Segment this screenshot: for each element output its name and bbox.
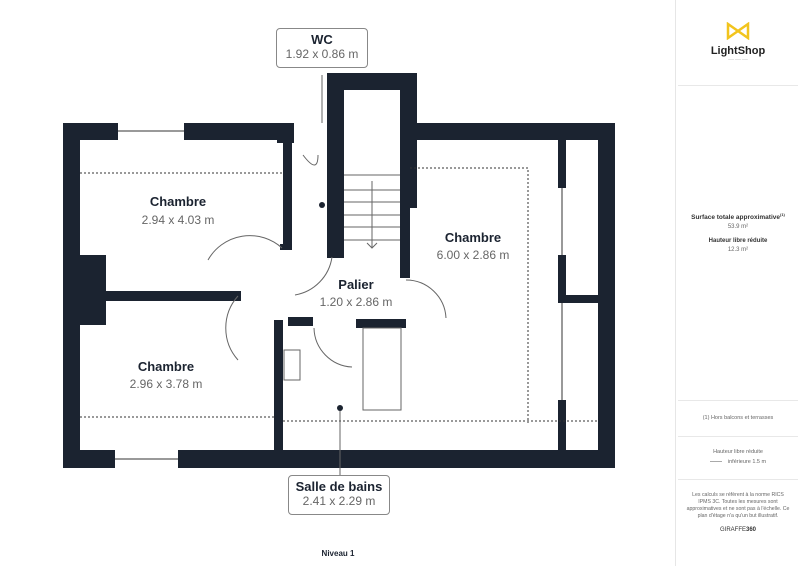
brand-name: LightShop (710, 45, 766, 57)
legend-item: inférieure 1.5 m (727, 459, 767, 465)
room-name: Chambre (445, 230, 501, 245)
reduced-label: Hauteur libre réduite (708, 238, 768, 245)
room-dims: 1.20 x 2.86 m (320, 295, 393, 309)
disclaimer: Les calculs se réfèrent à la norme RICS … (686, 492, 790, 519)
legend-section: Hauteur libre réduite inférieure 1.5 m (678, 437, 798, 480)
callout-dims: 1.92 x 0.86 m (285, 47, 359, 61)
total-label: Surface totale approximative(1) (691, 212, 785, 222)
room-name: Palier (338, 277, 373, 292)
footnote: (1) Hors balcons et terrasses (678, 401, 798, 437)
info-sidebar: LightShop —— —— —— Surface totale approx… (676, 0, 800, 566)
legend-title: Hauteur libre réduite (713, 449, 763, 455)
room-dims: 6.00 x 2.86 m (437, 248, 510, 262)
floor-plan-area: Chambre 2.94 x 4.03 m Chambre 2.96 x 3.7… (63, 0, 676, 566)
surface-section: Surface totale approximative(1) 53.9 m² … (678, 86, 798, 401)
giraffe-credit: GIRAFFE360 (719, 527, 757, 533)
room-dims: 2.94 x 4.03 m (142, 213, 215, 227)
wc-callout: WC 1.92 x 0.86 m (276, 28, 368, 68)
bathroom-callout: Salle de bains 2.41 x 2.29 m (288, 475, 390, 515)
lightshop-logo-icon (726, 21, 750, 41)
room-dims: 2.96 x 3.78 m (130, 377, 203, 391)
brand-section: LightShop —— —— —— (678, 0, 798, 86)
callout-title: WC (311, 32, 333, 47)
room-name: Chambre (150, 194, 206, 209)
brand-tagline: —— —— —— (728, 57, 748, 61)
legend-line-icon (709, 461, 722, 463)
callout-title: Salle de bains (295, 479, 383, 494)
disclaimer-section: Les calculs se réfèrent à la norme RICS … (678, 480, 798, 560)
floor-plan-drawing: Chambre 2.94 x 4.03 m Chambre 2.96 x 3.7… (63, 73, 615, 558)
room-name: Chambre (138, 359, 194, 374)
reduced-value: 12.3 m² (727, 247, 749, 254)
total-value: 53.9 m² (727, 224, 749, 231)
level-label: Niveau 1 (322, 549, 355, 558)
callout-dims: 2.41 x 2.29 m (302, 494, 376, 508)
